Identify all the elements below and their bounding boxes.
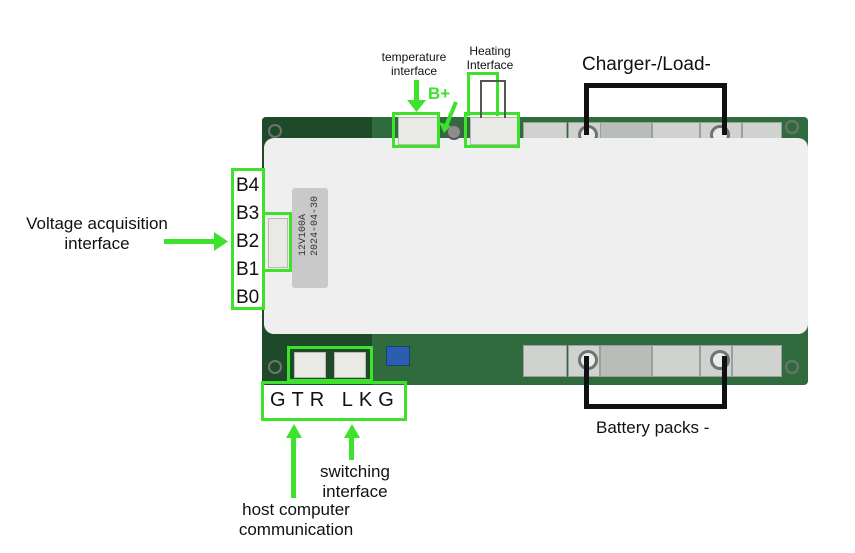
battery-bracket-right xyxy=(722,356,727,408)
host-label-line2: communication xyxy=(238,520,354,539)
comm-connector xyxy=(294,352,326,378)
charger-load-label: Charger-/Load- xyxy=(582,54,711,75)
label-sticker xyxy=(264,138,808,334)
temperature-arrow-head xyxy=(407,100,426,112)
bottom-pad-1 xyxy=(523,345,567,377)
charger-bracket-left xyxy=(584,83,589,135)
bottom-connectors-highlight xyxy=(287,346,373,382)
mount-hole-bottom-left xyxy=(268,360,282,374)
stamp-rating: 12V100A xyxy=(298,214,309,257)
heating-label-line1: Heating xyxy=(469,44,511,58)
temperature-interface-highlight xyxy=(392,112,440,148)
voltage-acquisition-label: Voltage acquisition interface xyxy=(16,214,178,254)
stamp-date: 2024-04-30 xyxy=(310,196,321,257)
bottom-pad-3 xyxy=(600,345,652,377)
switch-connector xyxy=(334,352,366,378)
gtr-lkg-box xyxy=(261,381,407,421)
label-sticker-notch xyxy=(290,138,390,166)
voltage-label-line2: interface xyxy=(64,234,130,253)
board-stamp: 12V100A 2024-04-30 xyxy=(292,188,328,288)
voltage-arrow-head xyxy=(214,232,228,251)
pin-b0: B0 xyxy=(236,287,260,308)
heating-interface-label: Heating Interface xyxy=(462,44,518,72)
battery-packs-label: Battery packs - xyxy=(596,418,710,437)
cell-pin-labels: B4 B3 B2 B1 B0 xyxy=(236,172,259,312)
bottom-chip xyxy=(386,346,410,366)
host-label-line1: host computer xyxy=(242,500,350,519)
pin-b2: B2 xyxy=(236,231,260,252)
switching-interface-label: switching interface xyxy=(312,462,398,502)
temperature-interface-label: temperature interface xyxy=(378,50,450,78)
host-arrow-head xyxy=(286,424,302,438)
host-arrow-shaft xyxy=(291,436,296,498)
b-plus-arrow xyxy=(439,101,458,133)
host-computer-label: host computer communication xyxy=(228,500,364,540)
battery-terminal-hole-right xyxy=(710,350,730,370)
battery-bracket-left xyxy=(584,356,589,408)
heating-interface-highlight xyxy=(464,112,520,148)
heating-label-line2: Interface xyxy=(466,58,514,72)
gtr-lkg-label: GTR LKG xyxy=(270,389,400,411)
voltage-arrow-shaft xyxy=(164,239,216,244)
bottom-pad-4 xyxy=(652,345,700,377)
heating-wire-top xyxy=(480,80,506,82)
charger-bracket-right xyxy=(722,83,727,135)
battery-bracket-bottom xyxy=(584,404,727,409)
heating-bracket-left xyxy=(467,72,470,116)
temperature-label-line1: temperature xyxy=(381,50,447,64)
voltage-label-line1: Voltage acquisition xyxy=(26,214,168,233)
b-plus-label: B+ xyxy=(428,84,451,103)
heating-bracket-right xyxy=(496,72,499,116)
voltage-connector-highlight xyxy=(262,212,292,272)
pin-b1: B1 xyxy=(236,259,260,280)
bottom-pad-6 xyxy=(732,345,782,377)
temperature-connector xyxy=(398,117,438,145)
mount-hole-top-right xyxy=(785,120,799,134)
pin-b3: B3 xyxy=(236,203,260,224)
temperature-label-line2: interface xyxy=(390,64,438,78)
switching-label-line1: switching xyxy=(320,462,390,481)
switching-label-line2: interface xyxy=(322,482,388,501)
heating-wire-left xyxy=(480,80,482,118)
switching-arrow-shaft xyxy=(349,436,354,460)
voltage-connector xyxy=(268,218,288,268)
pin-b4: B4 xyxy=(236,175,260,196)
b-plus-pad xyxy=(446,124,462,140)
charger-bracket-top xyxy=(584,83,727,88)
heating-wire-right xyxy=(504,80,506,118)
mount-hole-top-left xyxy=(268,124,282,138)
mount-hole-bottom-right xyxy=(785,360,799,374)
temperature-arrow-shaft xyxy=(414,80,419,102)
switching-arrow-head xyxy=(344,424,360,438)
heating-bracket-top xyxy=(467,72,499,75)
